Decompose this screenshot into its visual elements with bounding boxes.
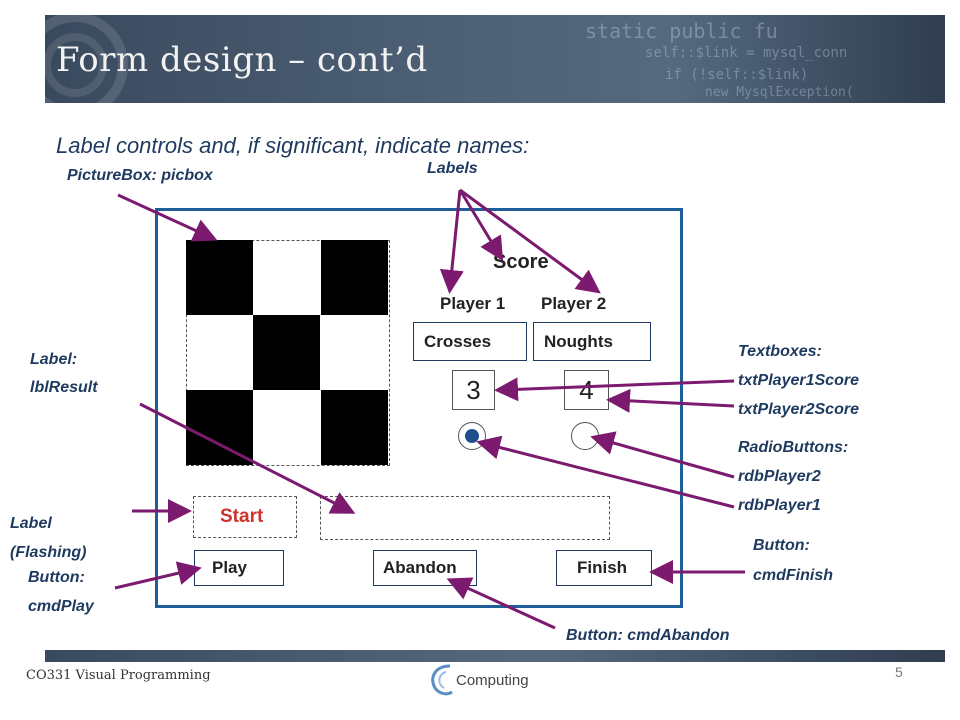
- arrow-labels-player1: [439, 189, 464, 294]
- arrow-rdbplayer1: [476, 435, 735, 509]
- start-label-text: Start: [220, 506, 264, 527]
- annotation-radio-line2: rdbPlayer2: [738, 468, 821, 485]
- player2-label: Player 2: [541, 294, 607, 313]
- code-decoration: self::$link = mysql_conn: [645, 45, 848, 61]
- arrow-lblresult: [139, 402, 356, 514]
- player1-symbol-text: Crosses: [424, 331, 492, 351]
- swirl-decoration: [45, 15, 128, 103]
- arrow-cmdabandon: [446, 577, 556, 630]
- player1-score-value: 3: [466, 374, 481, 405]
- page-number: 5: [895, 664, 903, 680]
- annotation-labels: Labels: [427, 160, 478, 177]
- annotation-textboxes-line2: txtPlayer1Score: [738, 372, 859, 389]
- player1-label: Player 1: [440, 294, 506, 313]
- annotation-cmdplay-line1: Button:: [28, 569, 85, 586]
- player2-symbol-label: Noughts: [533, 322, 651, 361]
- arrow-picturebox: [117, 193, 218, 242]
- annotation-textboxes-line1: Textboxes:: [738, 343, 822, 360]
- player1-symbol-label: Crosses: [413, 322, 527, 361]
- annotation-picturebox: PictureBox: picbox: [67, 167, 213, 184]
- annotation-cmdfinish-line1: Button:: [753, 537, 810, 554]
- code-decoration: static public fu: [585, 19, 778, 43]
- annotation-radio-line1: RadioButtons:: [738, 439, 849, 456]
- player2-score-value: 4: [579, 374, 594, 405]
- code-decoration: if (!self::$link): [665, 67, 809, 83]
- finish-button[interactable]: Finish: [556, 550, 652, 586]
- annotation-label-flashing-line2: (Flashing): [10, 544, 87, 561]
- annotation-textboxes-line3: txtPlayer2Score: [738, 401, 859, 418]
- abandon-button-label: Abandon: [383, 558, 457, 577]
- radio-selected-dot: [465, 429, 479, 443]
- title-banner: static public fu self::$link = mysql_con…: [45, 15, 945, 103]
- picture-cell-black: [186, 240, 253, 315]
- annotation-lblresult-line2: lblResult: [30, 379, 98, 396]
- player2-score-textbox[interactable]: 4: [564, 370, 609, 410]
- arrow-labels-player2: [459, 188, 601, 294]
- picture-cell-black: [321, 390, 388, 465]
- annotation-lblresult-line1: Label:: [30, 351, 78, 368]
- computing-logo-icon: [431, 664, 453, 696]
- arrow-txtplayer1score: [494, 377, 735, 402]
- arrow-txtplayer2score: [606, 388, 735, 413]
- footer-course-name: CO331 Visual Programming: [26, 668, 211, 683]
- annotation-radio-line3: rdbPlayer1: [738, 497, 821, 514]
- finish-button-label: Finish: [577, 558, 628, 577]
- picture-cell-black: [321, 240, 388, 315]
- result-label: [320, 496, 610, 540]
- start-flashing-label: Start: [193, 496, 297, 538]
- slide-subtitle: Label controls and, if significant, indi…: [56, 133, 530, 158]
- picturebox-outline: [186, 240, 390, 466]
- picture-cell-black: [253, 315, 320, 390]
- play-button-label: Play: [212, 558, 247, 577]
- arrow-rdbplayer2: [590, 431, 735, 479]
- picture-cell-black: [186, 390, 253, 465]
- page-title: Form design – cont’d: [56, 40, 428, 80]
- annotation-label-flashing-line1: Label: [10, 515, 52, 532]
- score-label: Score: [493, 251, 549, 273]
- arrow-cmdplay: [114, 561, 202, 590]
- arrow-labels-score: [458, 189, 504, 262]
- annotation-cmdabandon: Button: cmdAbandon: [566, 627, 730, 644]
- computing-logo-text: Computing: [456, 672, 529, 689]
- code-decoration: new MysqlException(: [705, 85, 854, 100]
- player2-symbol-text: Noughts: [544, 331, 613, 351]
- annotation-cmdplay-line2: cmdPlay: [28, 598, 94, 615]
- annotation-cmdfinish-line2: cmdFinish: [753, 567, 834, 584]
- footer-bar: [45, 650, 945, 662]
